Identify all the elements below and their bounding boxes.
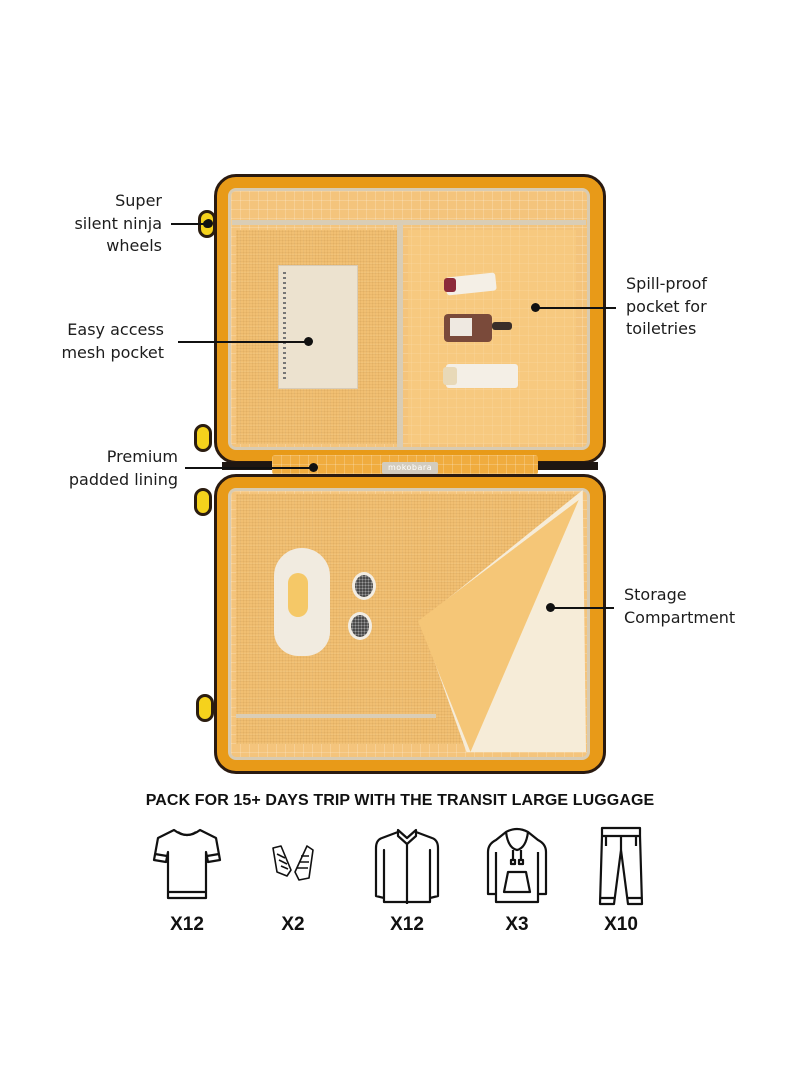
callout-storage-line-2: Compartment <box>624 607 736 627</box>
callout-mesh-line-2: mesh pocket <box>61 342 164 362</box>
tshirt-icon <box>152 828 222 900</box>
leader-toiletries <box>538 307 616 309</box>
packing-qty-shirt: X12 <box>390 914 424 935</box>
callout-wheels-line-1: Super <box>115 191 162 210</box>
hinge-right <box>538 462 598 470</box>
hinge-left <box>222 462 272 470</box>
dot-mesh-pocket <box>304 337 313 346</box>
tube-cap <box>444 278 456 292</box>
packing-headline: PACK FOR 15+ DAYS TRIP WITH THE TRANSIT … <box>145 792 655 809</box>
packing-qty-trousers: X10 <box>604 914 638 935</box>
callout-wheels-line-3: wheels <box>106 236 162 255</box>
callout-wheels-line-2: silent ninja <box>74 213 162 233</box>
leader-lining <box>185 467 312 469</box>
eyemask-item <box>274 548 330 656</box>
dot-toiletries <box>531 303 540 312</box>
bottom-zipper <box>236 714 436 718</box>
shirt-icon <box>374 828 440 904</box>
callout-toiletries-line-1: Spill-proof <box>626 274 708 293</box>
toiletries-pocket[interactable] <box>408 230 576 444</box>
wheel-top-lower <box>194 424 212 452</box>
dot-storage <box>546 603 555 612</box>
sunglasses-lens-top <box>352 572 376 600</box>
wheel-bottom-upper <box>194 488 212 516</box>
packing-item-hoodie: X3 <box>462 826 572 935</box>
brand-tag: mokobara <box>382 462 439 474</box>
dot-lining <box>309 463 318 472</box>
top-zipper-horizontal <box>232 220 586 225</box>
notebook-item <box>278 265 358 389</box>
packing-item-trousers: X10 <box>566 826 676 935</box>
packing-item-sneakers: X2 <box>238 826 348 935</box>
callout-lining-line-2: padded lining <box>68 469 178 489</box>
callout-mesh-line-1: Easy access <box>67 320 164 339</box>
bottle-pump <box>492 322 512 330</box>
cream-tube-item <box>446 364 518 388</box>
trousers-icon <box>598 826 644 906</box>
callout-storage-line-1: Storage <box>624 585 687 604</box>
callout-toiletries-line-2: pocket for <box>626 296 707 316</box>
center-zipper-vertical <box>397 225 403 447</box>
leader-storage <box>552 607 614 609</box>
callout-mesh-pocket: Easy access mesh pocket <box>20 319 164 364</box>
wheel-bottom-lower <box>196 694 214 722</box>
callout-toiletries: Spill-proof pocket for toiletries <box>626 273 766 341</box>
dot-wheels <box>204 219 213 228</box>
cream-tube-cap <box>443 367 457 385</box>
hoodie-icon <box>486 827 548 904</box>
leader-mesh-pocket <box>178 341 308 343</box>
packing-qty-sneakers: X2 <box>281 914 305 935</box>
callout-lining-line-1: Premium <box>106 447 178 466</box>
callout-toiletries-line-3: toiletries <box>626 319 697 338</box>
packing-item-shirt: X12 <box>352 826 462 935</box>
callout-lining: Premium padded lining <box>30 446 178 491</box>
bottle-item <box>444 314 492 342</box>
callout-wheels: Super silent ninja wheels <box>40 190 162 258</box>
packing-qty-hoodie: X3 <box>505 914 529 935</box>
packing-qty-tshirt: X12 <box>170 914 204 935</box>
sneakers-icon <box>272 845 314 881</box>
callout-storage: Storage Compartment <box>624 584 784 629</box>
leader-wheels <box>171 223 207 225</box>
packing-item-tshirt: X12 <box>132 826 242 935</box>
sunglasses-lens-bottom <box>348 612 372 640</box>
